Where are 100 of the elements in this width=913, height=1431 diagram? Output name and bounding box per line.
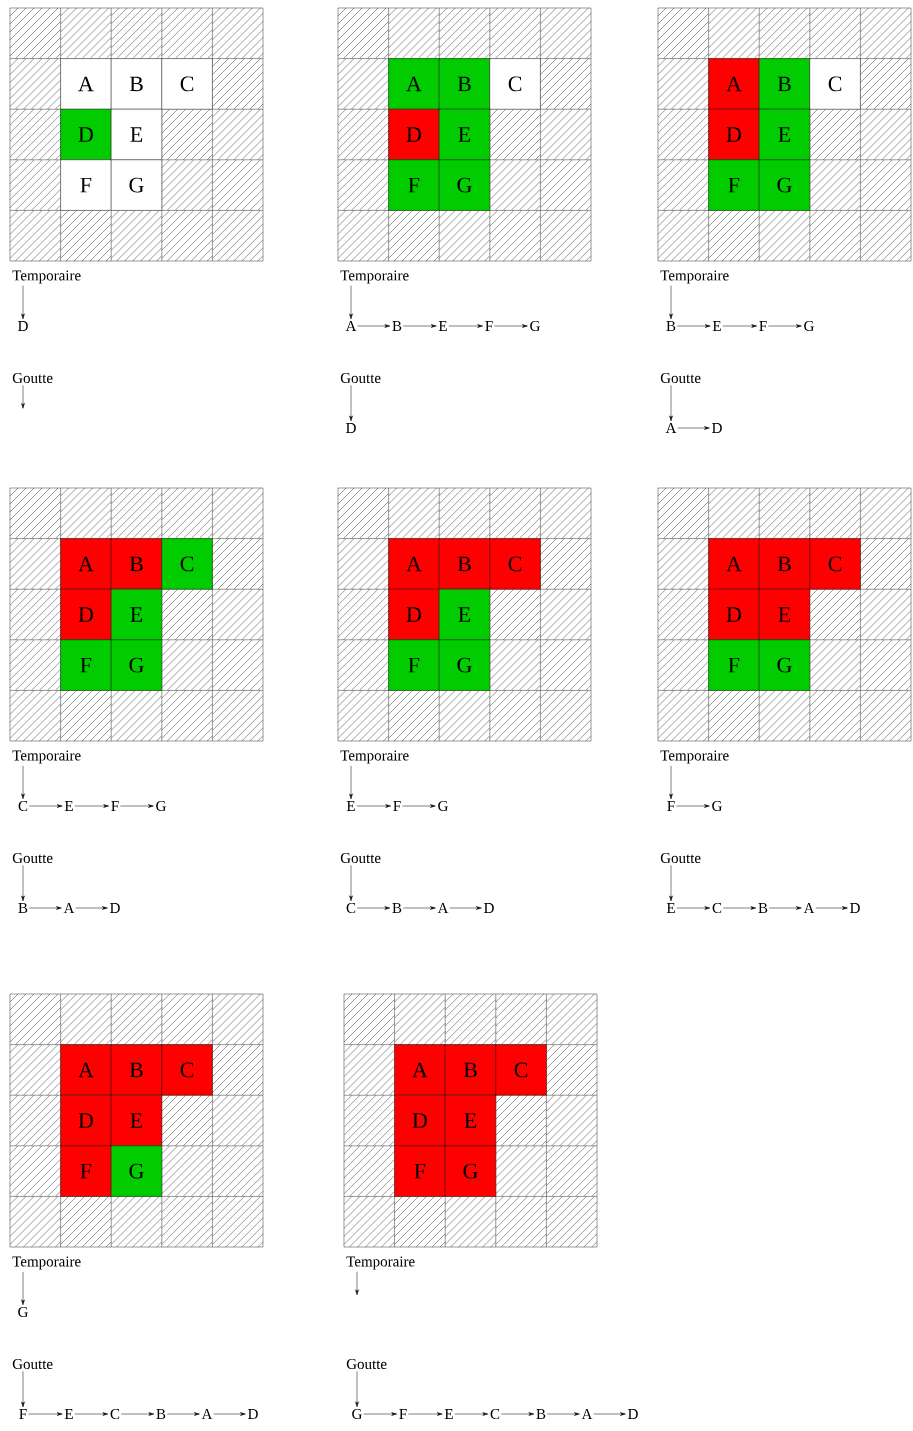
letter-cell: F — [60, 1145, 112, 1197]
list-heading: Temporaire — [660, 270, 729, 284]
list-item: A — [803, 903, 815, 913]
letter-cell: F — [388, 159, 440, 211]
list-item: G — [438, 800, 448, 812]
list-item: G — [712, 800, 722, 812]
list-heading: Temporaire — [12, 750, 81, 764]
list-item: E — [64, 1409, 73, 1419]
arrow — [28, 1412, 63, 1416]
list-item: B — [156, 1409, 166, 1419]
letter-cell: F — [708, 639, 760, 691]
arrow — [355, 1271, 359, 1296]
list-item: G — [156, 800, 166, 812]
list-heading: Goutte — [12, 1359, 53, 1370]
letter-cell: F — [60, 159, 112, 211]
letter-cell: A — [60, 538, 112, 590]
list-heading: Temporaire — [660, 750, 729, 764]
list-heading: Temporaire — [340, 270, 409, 284]
arrow — [356, 906, 391, 910]
letter-cell: B — [439, 58, 490, 110]
arrow — [21, 1371, 25, 1408]
arrow — [349, 865, 353, 902]
letter-cell: F — [388, 639, 440, 691]
letter-cell: F — [394, 1145, 446, 1197]
arrow — [355, 1371, 359, 1408]
list-item: B — [392, 903, 402, 913]
arrow — [408, 1412, 443, 1416]
list-heading: Goutte — [346, 1359, 387, 1370]
arrow — [722, 906, 757, 910]
arrow — [356, 804, 391, 808]
list-item: A — [437, 903, 449, 913]
letter-cell: C — [495, 1044, 547, 1096]
arrow — [349, 285, 353, 320]
list-item: D — [346, 423, 356, 433]
letter-cell: D — [394, 1095, 446, 1146]
list-heading: Goutte — [660, 372, 701, 384]
arrow — [669, 285, 673, 320]
list-item: E — [64, 801, 73, 811]
list-item: C — [712, 902, 722, 914]
list-item: D — [628, 1409, 638, 1419]
list-item: B — [18, 903, 28, 913]
arrow — [500, 1412, 535, 1416]
letter-cell: E — [445, 1095, 496, 1146]
letter-cell: B — [111, 538, 162, 590]
letter-cell: C — [161, 1044, 213, 1096]
arrow — [120, 804, 154, 808]
arrow — [213, 1412, 246, 1416]
letter-cell: E — [439, 109, 490, 160]
list-item: A — [201, 1409, 213, 1419]
arrow — [676, 324, 711, 328]
arrow — [357, 324, 391, 328]
letter-cell: G — [111, 639, 162, 691]
arrow — [402, 906, 436, 910]
list-item: F — [111, 801, 119, 811]
letter-cell: B — [111, 58, 162, 110]
arrow — [74, 804, 109, 808]
list-item: B — [536, 1409, 546, 1419]
arrow — [815, 906, 848, 910]
list-item: F — [399, 1409, 407, 1419]
letter-cell: A — [60, 1044, 112, 1096]
letter-cell: D — [60, 109, 112, 160]
list-heading: Goutte — [340, 372, 381, 384]
letter-cell: B — [439, 538, 490, 590]
letter-cell: G — [759, 639, 810, 691]
list-heading: Temporaire — [12, 270, 81, 284]
arrow — [363, 1412, 397, 1416]
letter-cell: G — [759, 159, 810, 211]
list-heading: Temporaire — [12, 1256, 81, 1270]
list-item: E — [666, 903, 675, 913]
arrow — [402, 324, 437, 328]
letter-cell: B — [445, 1044, 496, 1096]
letter-cell: A — [388, 538, 440, 590]
letter-cell: B — [759, 58, 810, 110]
arrow — [21, 765, 25, 800]
letter-cell: F — [708, 159, 760, 211]
list-item: A — [63, 903, 75, 913]
arrow — [669, 765, 673, 800]
letter-cell: E — [759, 109, 810, 160]
arrow — [546, 1412, 580, 1416]
letter-cell: E — [111, 1095, 162, 1146]
arrow — [676, 906, 711, 910]
letter-cell: D — [60, 1095, 112, 1146]
arrow — [75, 906, 108, 910]
arrow — [120, 1412, 155, 1416]
arrow — [454, 1412, 489, 1416]
list-heading: Goutte — [12, 852, 53, 864]
letter-cell: B — [759, 538, 810, 590]
arrow — [593, 1412, 626, 1416]
list-item: G — [352, 1409, 362, 1420]
list-item: F — [667, 801, 675, 811]
list-item: A — [665, 423, 677, 433]
arrow — [494, 324, 528, 328]
letter-cell: G — [439, 639, 490, 691]
letter-cell: C — [489, 538, 541, 590]
letter-cell: C — [489, 58, 541, 110]
list-heading: Goutte — [340, 852, 381, 864]
arrow — [28, 804, 63, 808]
list-item: D — [484, 903, 494, 913]
list-item: D — [18, 321, 28, 331]
list-item: F — [393, 801, 401, 811]
